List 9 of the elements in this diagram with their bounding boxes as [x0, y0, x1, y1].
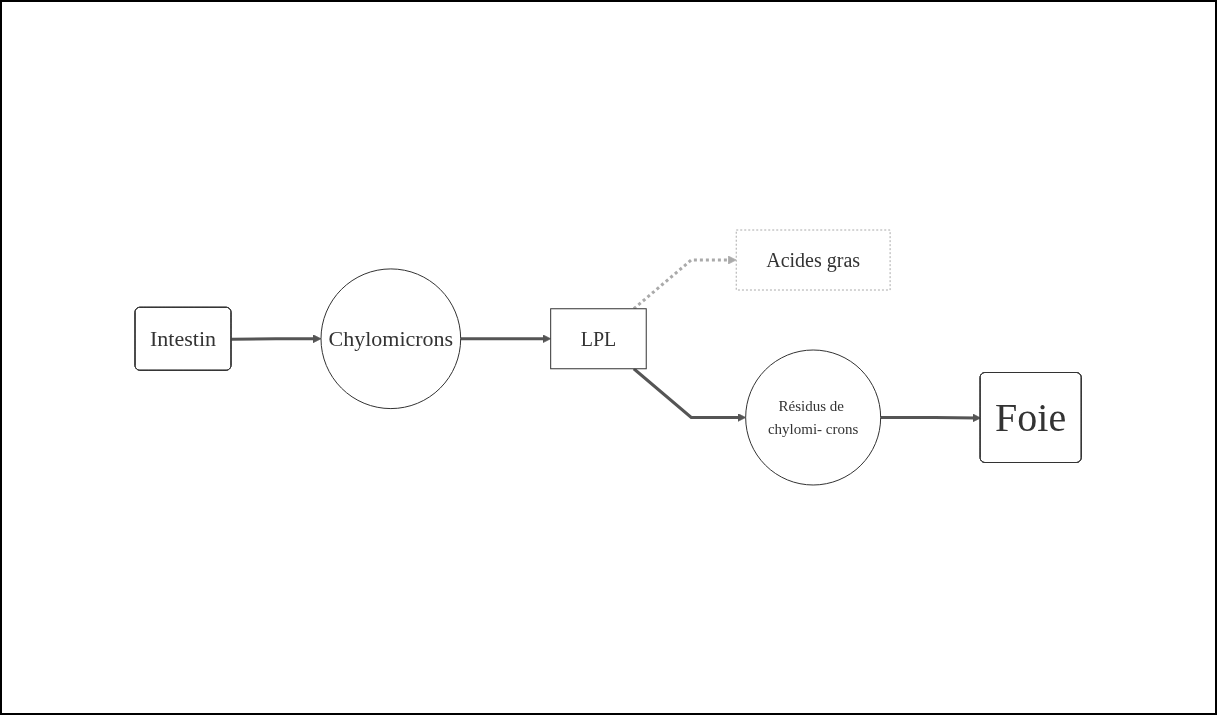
arrow [633, 255, 737, 310]
arrow [231, 334, 322, 344]
node-circle: Résidus de chylomi- crons [745, 349, 882, 486]
node-circle: Chylomicrons [320, 268, 462, 410]
node-box: Acides gras [736, 229, 891, 291]
arrow [461, 334, 552, 344]
node-box: LPL [550, 308, 648, 370]
arrow [881, 413, 982, 423]
arrow [633, 367, 747, 422]
